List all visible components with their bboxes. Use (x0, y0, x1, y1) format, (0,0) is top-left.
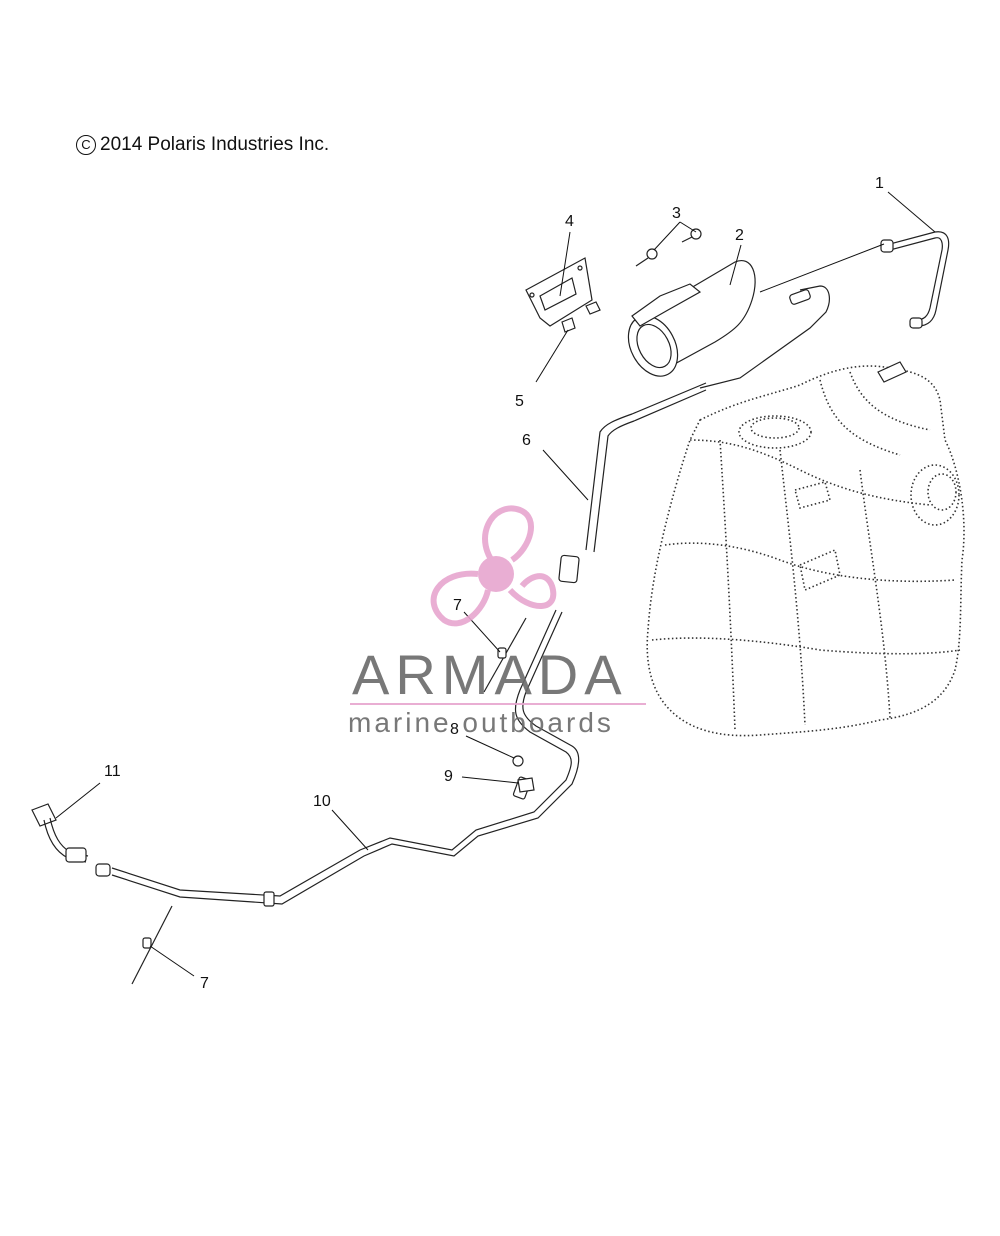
propeller-logo-icon (430, 505, 557, 627)
callout-7-upper: 7 (453, 597, 462, 614)
callout-1: 1 (875, 175, 884, 192)
canister-hose-part-6 (558, 382, 707, 584)
callout-3: 3 (672, 205, 681, 222)
fuel-tank (646, 361, 965, 737)
copyright-symbol: C (76, 135, 96, 155)
screw-part-8 (512, 755, 524, 767)
nut-part-5 (561, 301, 601, 333)
watermark-subtitle: marine outboards (348, 707, 614, 738)
cable-tie-part-7-upper (483, 617, 527, 693)
cable-tie-part-7-lower (131, 905, 173, 985)
bracket-part-4 (525, 257, 593, 327)
vent-hose-part-1 (880, 231, 950, 329)
screw-part-3 (635, 228, 702, 267)
watermark-title: ARMADA (352, 643, 628, 706)
callout-10: 10 (313, 793, 331, 810)
callout-6: 6 (522, 432, 531, 449)
callout-11: 11 (104, 763, 121, 780)
callout-9: 9 (444, 768, 453, 785)
callouts: 1 2 3 4 5 6 7 7 8 9 10 11 (104, 175, 884, 992)
callout-2: 2 (735, 227, 744, 244)
armada-watermark: ARMADA marine outboards (348, 505, 646, 738)
quick-connect-part-11 (31, 803, 89, 863)
callout-4: 4 (565, 213, 574, 230)
evap-canister-part-2 (627, 260, 830, 389)
clip-part-9 (517, 777, 535, 793)
copyright-text: 2014 Polaris Industries Inc. (100, 134, 330, 155)
callout-8: 8 (450, 721, 459, 738)
callout-5: 5 (515, 393, 524, 410)
callout-7-lower: 7 (200, 975, 209, 992)
